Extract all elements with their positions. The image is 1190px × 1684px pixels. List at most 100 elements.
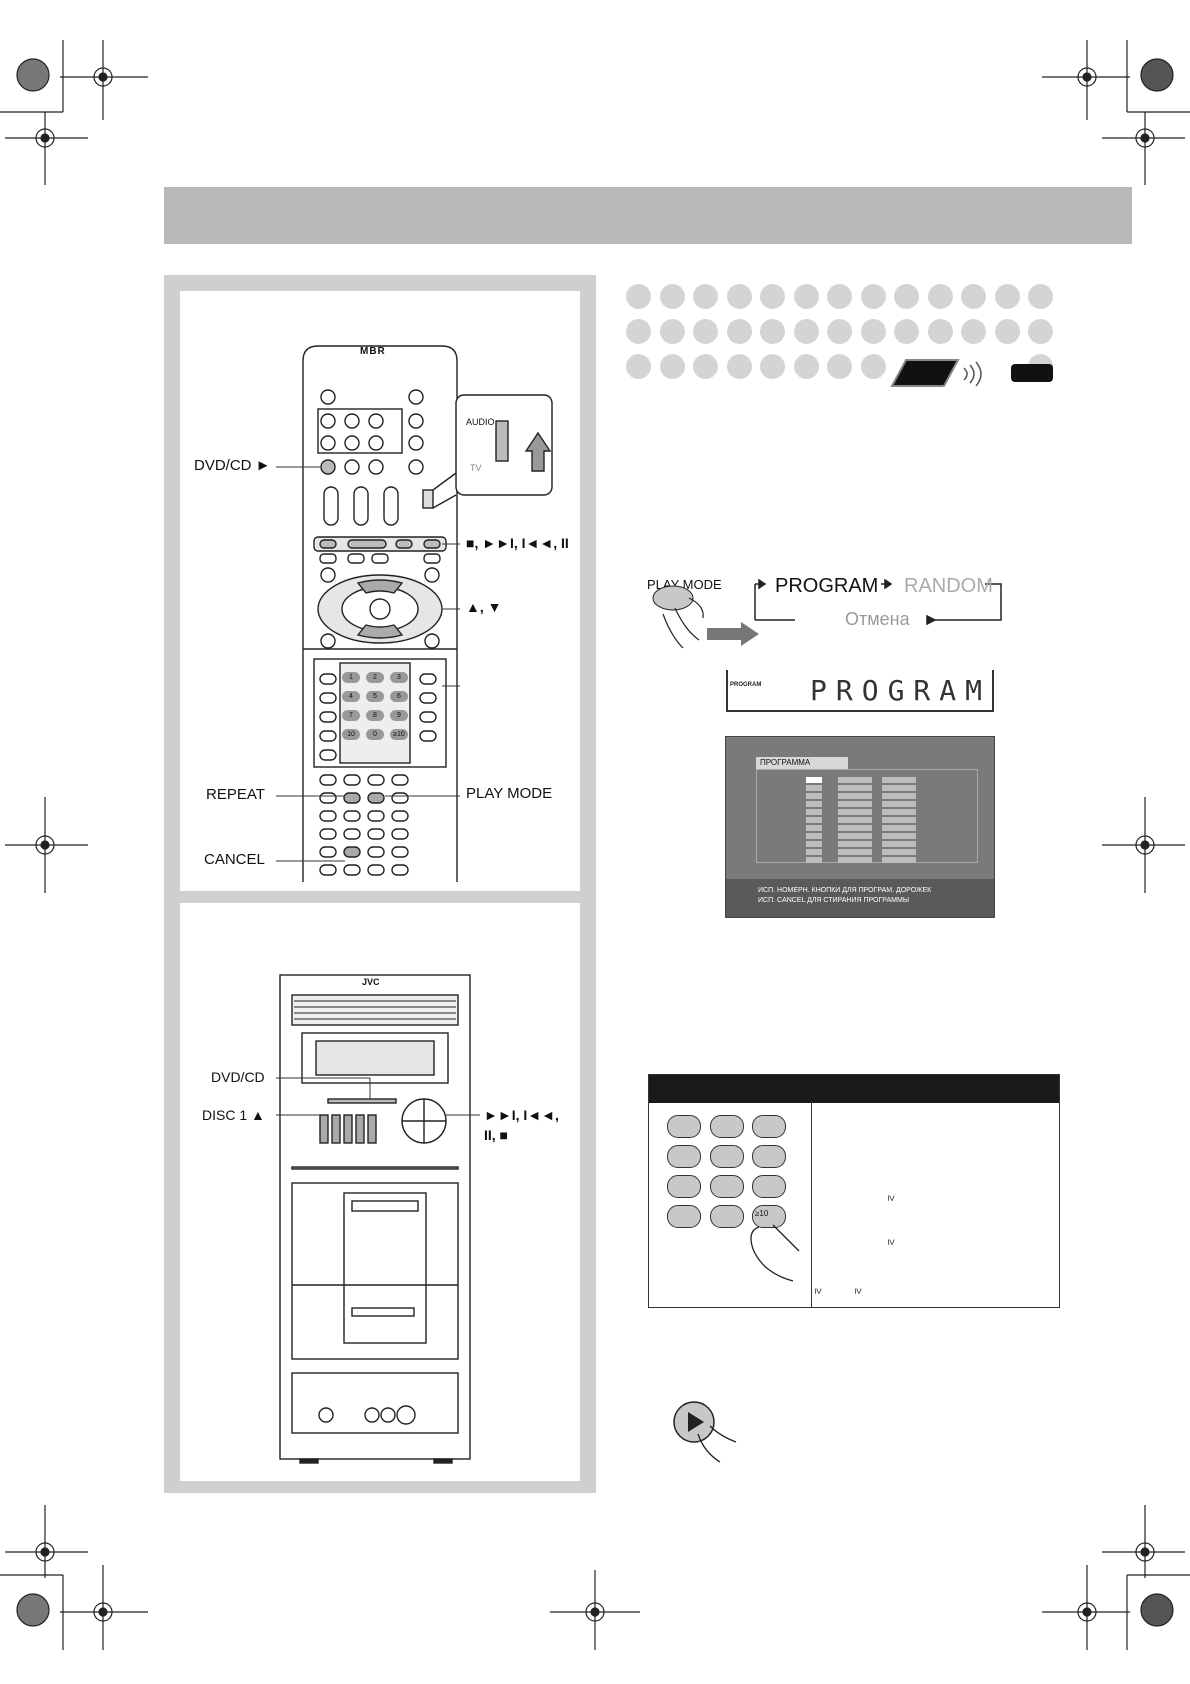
osd-program-cell: [806, 817, 822, 823]
num-key-10[interactable]: 10: [342, 729, 360, 740]
num-key-5[interactable]: 5: [366, 691, 384, 702]
title-dot: [626, 319, 651, 344]
flow-cancel: Отмена: [845, 609, 910, 629]
title-dot: [760, 284, 785, 309]
label-updown: ▲, ▼: [466, 599, 502, 615]
label-unit-transport-1: ►►I, I◄◄,: [484, 1107, 559, 1123]
title-dot: [693, 284, 718, 309]
title-dot: [726, 284, 752, 309]
remote-illustration: [276, 345, 553, 882]
osd-program-cell: [882, 801, 916, 807]
osd-footer: ИСП. НОМЕРН. КНОПКИ ДЛЯ ПРОГРАМ. ДОРОЖЕК…: [726, 879, 994, 917]
osd-program-cell: [838, 849, 872, 855]
title-dot: [726, 354, 752, 379]
unit-inset: JVC DVD/CD DISC 1 ▲ ►►I, I◄◄, II, ■: [180, 903, 580, 1481]
play-mode-flow-diagram: [652, 578, 1002, 649]
number-keypad: 1 2 3 4 5 6 7 8 9 10 0 ≥10: [342, 672, 408, 762]
osd-program-cell: [882, 841, 916, 847]
num-key-4[interactable]: 4: [342, 691, 360, 702]
num-key-2[interactable]: 2: [366, 672, 384, 683]
title-dot: [793, 284, 819, 309]
geq-symbol-4: ≥: [852, 1287, 865, 1295]
num-key-9[interactable]: 9: [390, 710, 408, 721]
osd-program-cell: [838, 857, 872, 863]
keypad-key-2[interactable]: [710, 1115, 744, 1138]
num-key-7[interactable]: 7: [342, 710, 360, 721]
osd-program-cell: [806, 849, 822, 855]
title-dot: [760, 354, 785, 379]
title-dot: [726, 319, 752, 344]
switch-audio-label: AUDIO: [466, 417, 495, 427]
flow-program: PROGRAM: [775, 575, 879, 597]
osd-program-cell: [806, 793, 822, 799]
osd-line-2: ИСП. CANCEL ДЛЯ СТИРАНИЯ ПРОГРАММЫ: [758, 897, 910, 904]
keypad-key-10[interactable]: [667, 1205, 701, 1228]
osd-tab: ПРОГРАММА: [756, 757, 848, 769]
lcd-indicator: PROGRAM: [730, 682, 762, 688]
title-dot: [961, 284, 986, 309]
keypad-key-0[interactable]: [710, 1205, 744, 1228]
title-dots: [626, 284, 1056, 394]
keypad-key-1[interactable]: [667, 1115, 701, 1138]
flow-random: RANDOM: [904, 575, 993, 597]
label-transport: ■, ►►I, I◄◄, II: [466, 535, 569, 551]
osd-program-cell: [838, 785, 872, 791]
label-repeat: REPEAT: [206, 786, 265, 803]
osd-program-cell: [806, 841, 822, 847]
title-dot: [860, 319, 886, 344]
title-dot: [860, 354, 886, 379]
keypad-key-9[interactable]: [752, 1175, 786, 1198]
remote-brand: MBR: [360, 346, 386, 357]
osd-program-cell: [838, 825, 872, 831]
keypad-key-5[interactable]: [710, 1145, 744, 1168]
osd-program-cell: [806, 809, 822, 815]
keypad-key-3[interactable]: [752, 1115, 786, 1138]
label-unit-dvdcd: DVD/CD: [211, 1069, 265, 1085]
keypad-key-4[interactable]: [667, 1145, 701, 1168]
osd-program-cell: [882, 817, 916, 823]
title-dot: [994, 284, 1020, 309]
title-dot: [827, 354, 852, 379]
finger-icon: [750, 1224, 800, 1282]
title-dot: [793, 319, 819, 344]
label-unit-transport-2: II, ■: [484, 1127, 509, 1143]
title-dot: [927, 319, 953, 344]
title-dot: [860, 284, 886, 309]
num-key-plus10[interactable]: ≥10: [390, 729, 408, 740]
title-dot: [927, 284, 953, 309]
keypad-key-plus10[interactable]: ≥10: [752, 1205, 786, 1228]
label-dvdcd-play: DVD/CD ►: [194, 457, 271, 474]
osd-line-1: ИСП. НОМЕРН. КНОПКИ ДЛЯ ПРОГРАМ. ДОРОЖЕК: [758, 887, 932, 894]
num-key-1[interactable]: 1: [342, 672, 360, 683]
title-dot: [760, 319, 785, 344]
osd-program-cell: [838, 777, 872, 783]
title-dot: [994, 319, 1020, 344]
num-key-0[interactable]: 0: [366, 729, 384, 740]
title-dot: [659, 284, 685, 309]
num-key-8[interactable]: 8: [366, 710, 384, 721]
osd-program-cell: [806, 857, 822, 863]
header-band: [164, 187, 1132, 244]
num-key-6[interactable]: 6: [390, 691, 408, 702]
osd-program-cell: [838, 793, 872, 799]
geq-symbol-2: ≥: [885, 1238, 898, 1246]
osd-program-cell: [838, 801, 872, 807]
label-cancel: CANCEL: [204, 851, 265, 868]
osd-program-cell: [882, 777, 916, 783]
geq-symbol-3: ≥: [812, 1287, 825, 1295]
keypad-key-6[interactable]: [752, 1145, 786, 1168]
title-dot: [693, 354, 718, 379]
keypad-key-plus10-label: ≥10: [755, 1209, 769, 1218]
title-dot: [894, 284, 919, 309]
keypad-key-7[interactable]: [667, 1175, 701, 1198]
keypad-key-8[interactable]: [710, 1175, 744, 1198]
osd-program-cell: [882, 785, 916, 791]
num-key-3[interactable]: 3: [390, 672, 408, 683]
osd-program-cell: [838, 809, 872, 815]
title-dot: [626, 354, 651, 379]
osd-program-cell: [806, 825, 822, 831]
osd-program-cell: [882, 833, 916, 839]
language-tag: [1011, 364, 1053, 382]
title-dot: [894, 319, 919, 344]
